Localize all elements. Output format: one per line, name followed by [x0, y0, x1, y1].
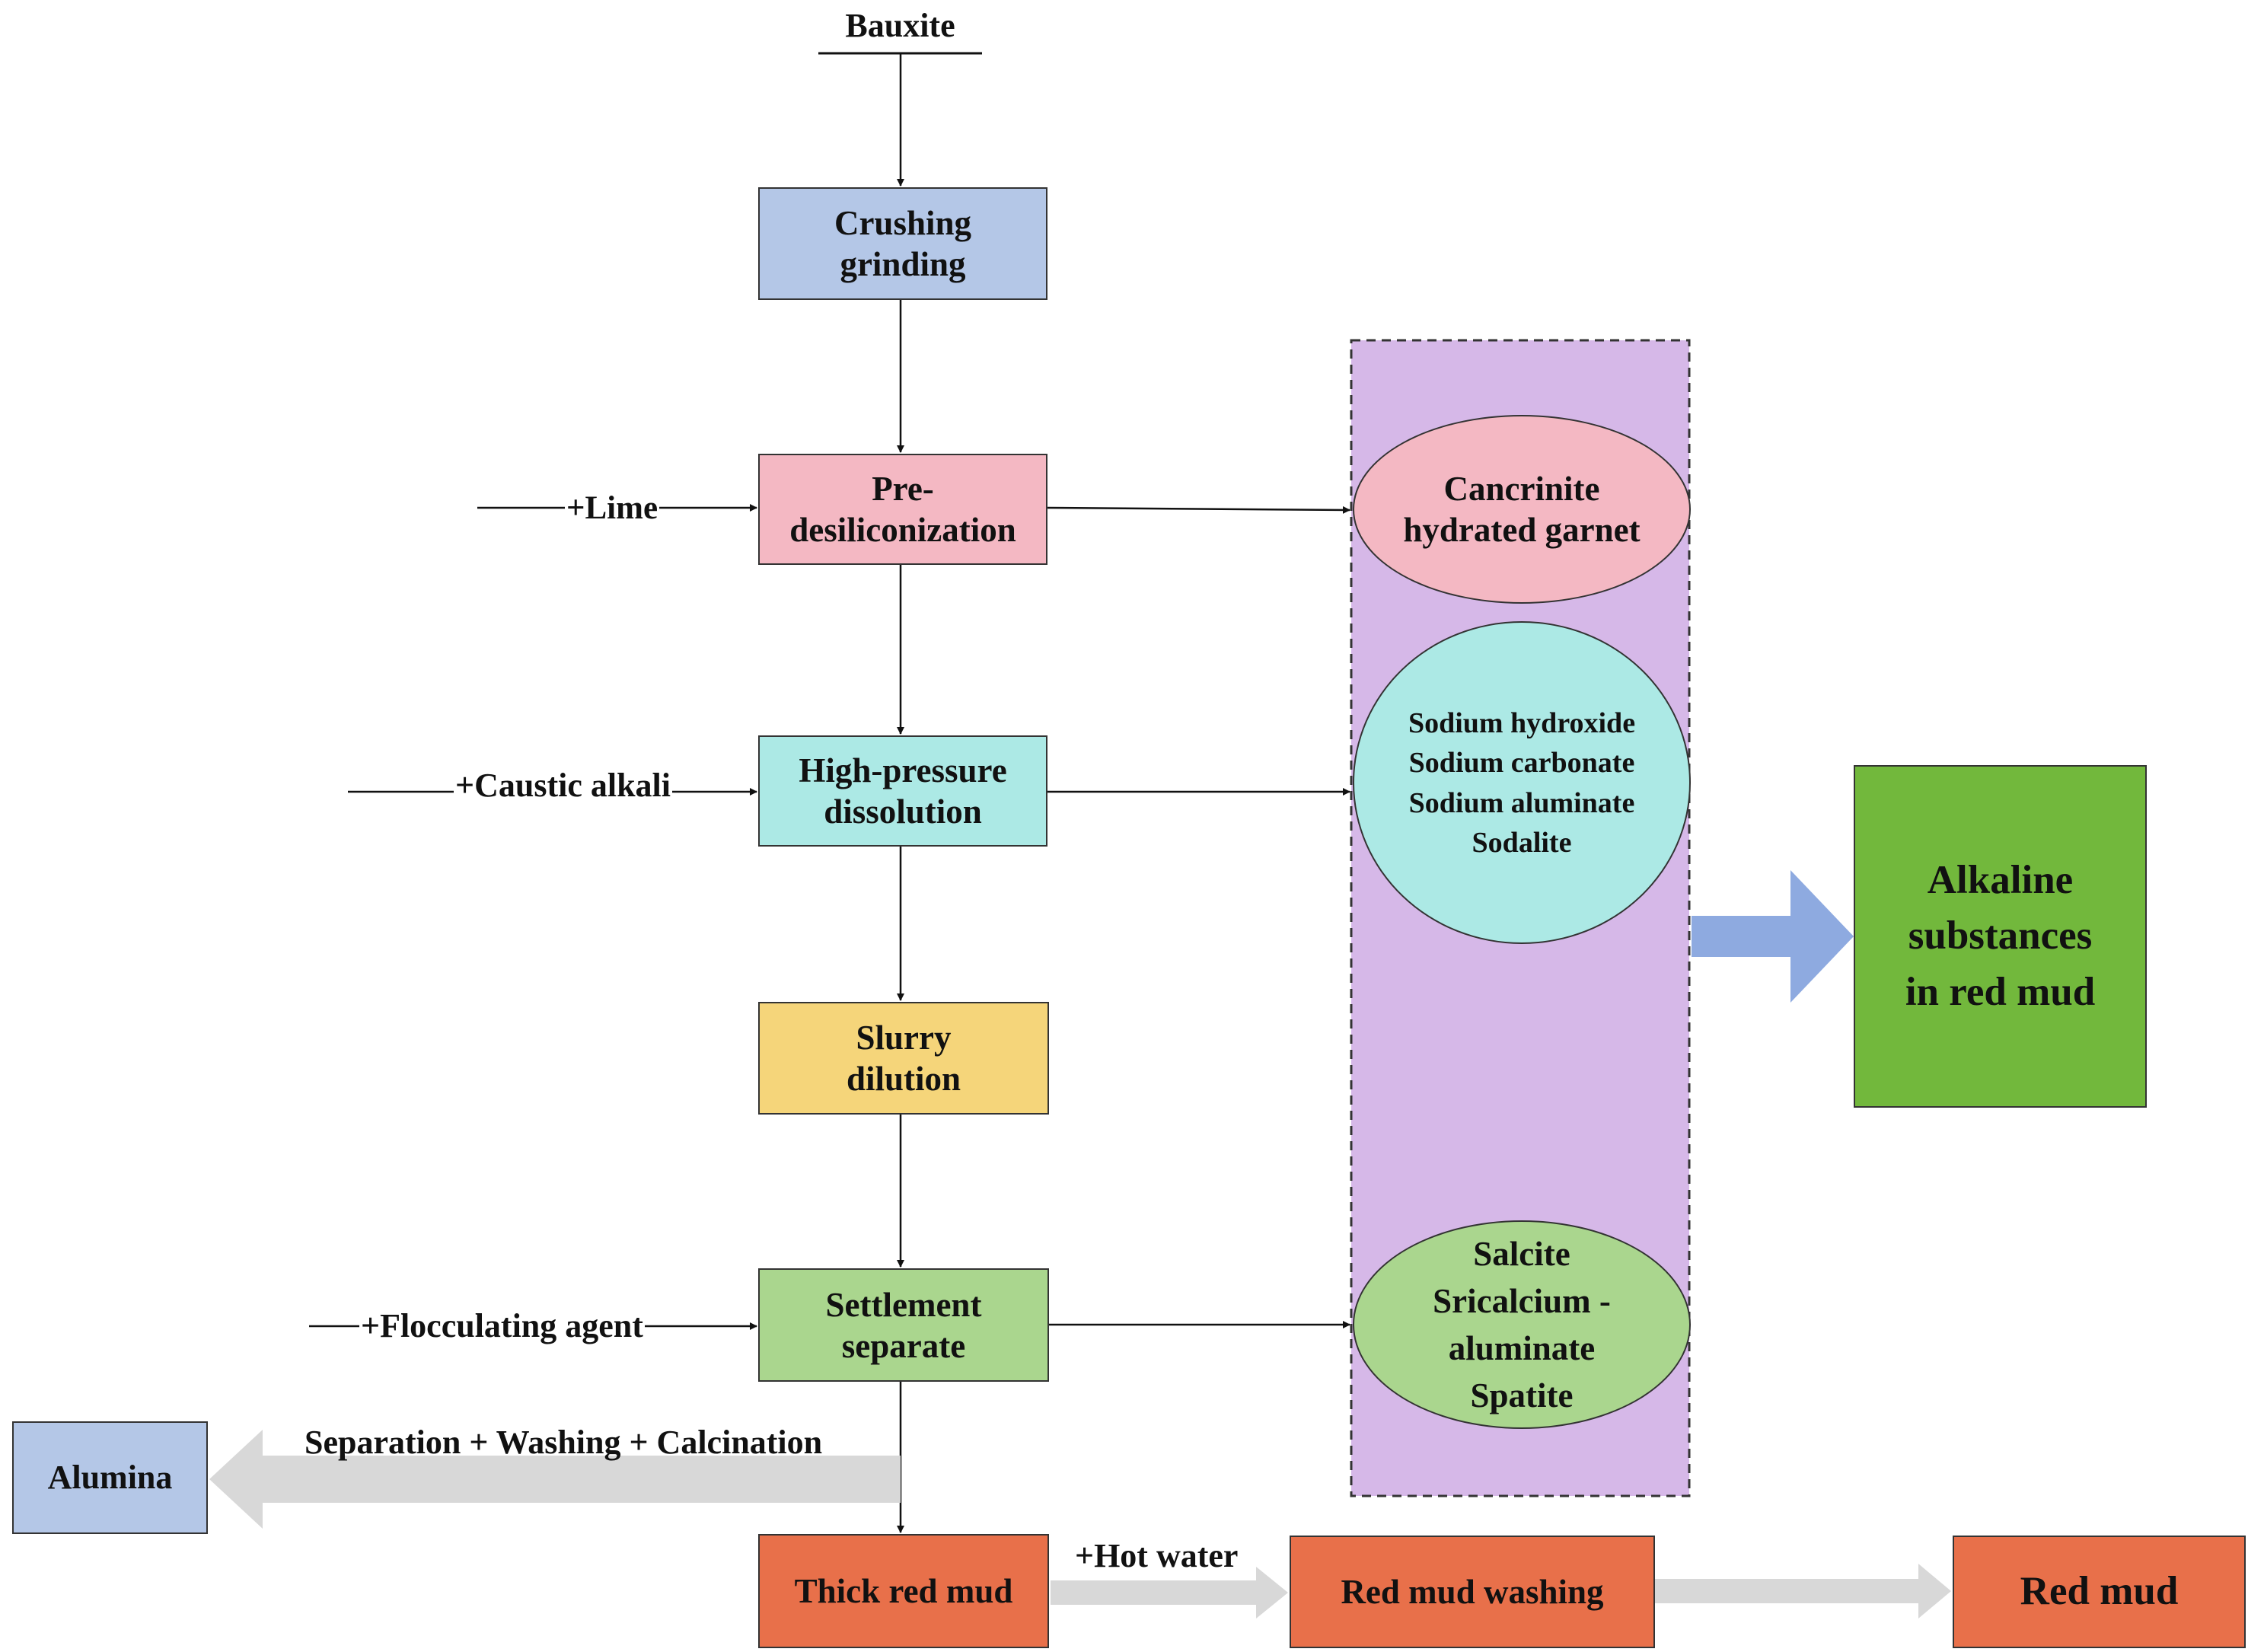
alkaline-substances-box: Alkaline substances in red mud [1854, 765, 2147, 1108]
alumina-label: Alumina [47, 1458, 173, 1496]
sodium-line4: Sodalite [1472, 827, 1572, 859]
sodium-line1: Sodium hydroxide [1408, 707, 1636, 739]
sodium-line3: Sodium aluminate [1408, 786, 1635, 819]
step-settlement-line2: separate [841, 1326, 966, 1365]
sodium-line2: Sodium carbonate [1408, 747, 1635, 780]
step-highpressure-line1: High-pressure [799, 751, 1007, 789]
alkaline-line2: substances [1908, 914, 2093, 958]
grey-arrow-to-red-mud [1655, 1564, 1951, 1619]
salcite-line3: aluminate [1448, 1329, 1596, 1367]
step-highpressure-line2: dissolution [824, 793, 982, 831]
step-slurry-line1: Slurry [856, 1019, 952, 1057]
thick-red-mud-box: Thick red mud [758, 1534, 1049, 1648]
alkaline-line3: in red mud [1905, 969, 2096, 1014]
grey-arrow-to-washing [1051, 1567, 1288, 1619]
cancrinite-line2: hydrated garnet [1403, 511, 1641, 549]
step-crushing-line1: Crushing [834, 204, 972, 242]
alkaline-line1: Alkaline [1927, 858, 2074, 903]
arrow-predesilicon-to-cancrinite [1047, 505, 1350, 514]
step-high-pressure-dissolution: High-pressure dissolution [758, 735, 1047, 847]
salcite-line1: Salcite [1473, 1234, 1570, 1273]
step-predesilicon-line1: Pre- [872, 470, 934, 508]
red-mud-washing-box: Red mud washing [1290, 1536, 1655, 1648]
hot-water-label: +Hot water [1075, 1537, 1239, 1574]
cancrinite-line1: Cancrinite [1443, 470, 1600, 508]
alumina-box: Alumina [12, 1421, 208, 1534]
step-slurry-line2: dilution [846, 1060, 961, 1098]
red-mud-box: Red mud [1953, 1536, 2246, 1648]
red-mud-washing-label: Red mud washing [1341, 1573, 1604, 1611]
salcite-line2: Sricalcium - [1433, 1281, 1611, 1320]
grey-arrow-to-alumina [209, 1430, 901, 1529]
separation-washing-calcination-label: Separation + Washing + Calcination [305, 1424, 823, 1461]
step-predesilicon-line2: desiliconization [789, 511, 1016, 549]
salcite-line4: Spatite [1470, 1376, 1574, 1415]
additive-flocculating-label: +Flocculating agent [359, 1307, 645, 1344]
step-crushing-line2: grinding [840, 245, 966, 283]
step-pre-desiliconization: Pre-desiliconization [758, 454, 1047, 565]
thick-red-mud-label: Thick red mud [794, 1572, 1013, 1610]
step-settlement-line1: Settlement [825, 1285, 982, 1324]
bauxite-label: Bauxite [845, 7, 955, 44]
red-mud-label: Red mud [2020, 1569, 2179, 1614]
additive-caustic-label: +Caustic alkali [454, 767, 672, 804]
additive-lime-label: +Lime [565, 490, 660, 526]
big-arrow-to-alkaline [1692, 870, 1854, 1003]
